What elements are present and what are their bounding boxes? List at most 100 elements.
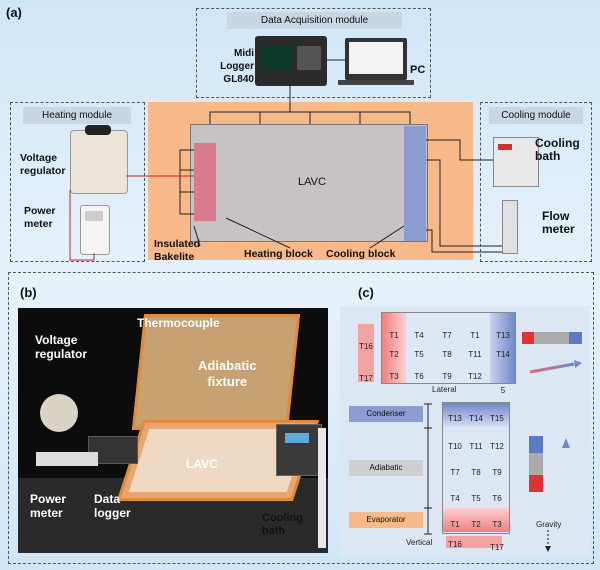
- power-meter-label-b: Power meter: [30, 492, 67, 520]
- cooling-bath-label-a: Cooling bath: [535, 136, 580, 163]
- vt-r1c2: T12: [490, 442, 504, 451]
- lat-r0c0: T1: [389, 331, 399, 340]
- coolant-line: [426, 159, 502, 247]
- panel-a-wiring: [69, 59, 502, 261]
- adiabatic-fixture-label: Adiabatic fixture: [198, 358, 257, 389]
- panel-a-letter: (a): [6, 5, 22, 20]
- lat-r1c0: T2: [389, 350, 399, 359]
- lat-r1c2: T8: [442, 350, 452, 359]
- lat-r1c3: T11: [468, 350, 482, 359]
- power-meter-label-a: Power meter: [24, 205, 56, 230]
- insulated-bakelite-label: Insulated Bakelite: [154, 238, 201, 263]
- lateral-heat-arrow: [529, 362, 575, 374]
- vertical-bottom-strip: [446, 536, 502, 548]
- data-acquisition-box: Data Acquisition module: [196, 8, 431, 98]
- flow-meter-device: [502, 200, 518, 254]
- bath-display: [498, 144, 512, 150]
- vertical-frame: [442, 402, 510, 534]
- midi-logger-label: Midi Logger GL840: [220, 48, 254, 85]
- vt-r2c1: T8: [471, 468, 481, 477]
- power-meter-device-a: [80, 205, 110, 255]
- panel-c-letter: (c): [358, 285, 374, 300]
- condenser-tag: [349, 406, 423, 422]
- lat-r1c1: T5: [414, 350, 424, 359]
- lat-r2c2: T9: [442, 372, 452, 381]
- lat-r2c0: T3: [389, 372, 399, 381]
- vt-r3c1: T5: [471, 494, 481, 503]
- cooling-bath-photo: [276, 424, 322, 476]
- thermo-drops: [259, 112, 361, 124]
- bakelite-bracket: [179, 149, 194, 215]
- vt-r0c2: T15: [490, 414, 504, 423]
- condenser-label: Condenser: [366, 409, 406, 418]
- adiabatic-label: Adiabatic: [369, 463, 403, 472]
- arrow-cooling: [369, 225, 405, 249]
- lateral-left-strip: [358, 324, 374, 382]
- lavc-label-a: LAVC: [298, 176, 326, 188]
- coolant-line-2: [426, 229, 502, 253]
- vt-r0c0: T13: [448, 414, 462, 423]
- lat-r0c2: T7: [442, 331, 452, 340]
- lat-r0c3: T1: [470, 331, 480, 340]
- pc-base: [338, 80, 414, 85]
- lat-r2c4: 5: [500, 386, 506, 395]
- vt-bottom-1: T17: [490, 543, 504, 552]
- midi-logger-device: [255, 36, 327, 86]
- voltage-regulator-photo: [40, 394, 78, 432]
- vertical-heat-zone: [443, 508, 509, 532]
- cooling-module-box: Cooling module: [480, 102, 592, 262]
- flow-meter-label: Flow meter: [542, 209, 575, 236]
- vt-r2c0: T7: [450, 468, 460, 477]
- lateral-cool-zone: [490, 313, 515, 383]
- vt-r1c0: T10: [448, 442, 462, 451]
- lavc-plate: [190, 124, 428, 242]
- vertical-arrow-head: [562, 438, 570, 448]
- lateral-frame: [381, 312, 516, 384]
- evaporator-tag: [349, 512, 423, 528]
- thermocouple-label: Thermocouple: [137, 316, 220, 330]
- lateral-heat-zone: [382, 313, 406, 383]
- vt-bottom-0: T16: [448, 540, 462, 549]
- heating-module-title: Heating module: [23, 107, 131, 124]
- photo-background: [18, 308, 328, 553]
- vt-r3c2: T6: [492, 494, 502, 503]
- pc-laptop: [345, 38, 407, 80]
- lat-r1c4: T14: [496, 350, 510, 359]
- evaporator-label: Evaporator: [366, 515, 406, 524]
- cooling-block: [404, 126, 426, 241]
- vertical-cool-zone: [443, 403, 509, 427]
- voltage-regulator-label-b: Voltage regulator: [35, 333, 88, 361]
- heating-block: [194, 143, 216, 221]
- pc-label: PC: [410, 64, 426, 76]
- vertical-gradient-bar: [529, 436, 543, 492]
- power-meter-display: [85, 211, 103, 221]
- logger-screen: [261, 46, 291, 70]
- coolant-to-bath: [426, 139, 493, 161]
- vt-r4c0: T1: [450, 520, 460, 529]
- lavc-label-b: LAVC: [186, 457, 218, 471]
- vertical-label: Vertical: [406, 538, 433, 547]
- cooling-module-title: Cooling module: [489, 107, 583, 124]
- gravity-label: Gravity: [536, 520, 562, 529]
- cooling-block-label: Cooling block: [326, 248, 396, 260]
- lateral-t17: T17: [359, 374, 373, 383]
- panel-bc-box: [8, 272, 594, 564]
- lat-r2c3: T12: [468, 372, 482, 381]
- voltage-regulator-label-a: Voltage regulator: [20, 152, 66, 177]
- voltage-regulator-device-a: [70, 125, 128, 194]
- adiabatic-tag: [349, 460, 423, 476]
- vt-r3c0: T4: [450, 494, 460, 503]
- vt-r0c1: T14: [469, 414, 483, 423]
- cooling-bath-device-a: [493, 137, 539, 187]
- data-logger-label: Data logger: [94, 492, 131, 520]
- pc-screen: [349, 42, 403, 74]
- heating-module-box: Heating module: [10, 102, 145, 262]
- lateral-label: Lateral: [432, 385, 457, 394]
- heating-block-label: Heating block: [244, 248, 313, 260]
- wall-photo: [318, 428, 326, 548]
- arrow-bakelite: [193, 225, 201, 247]
- lateral-arrow-head: [574, 360, 582, 368]
- lateral-t16: T16: [359, 342, 373, 351]
